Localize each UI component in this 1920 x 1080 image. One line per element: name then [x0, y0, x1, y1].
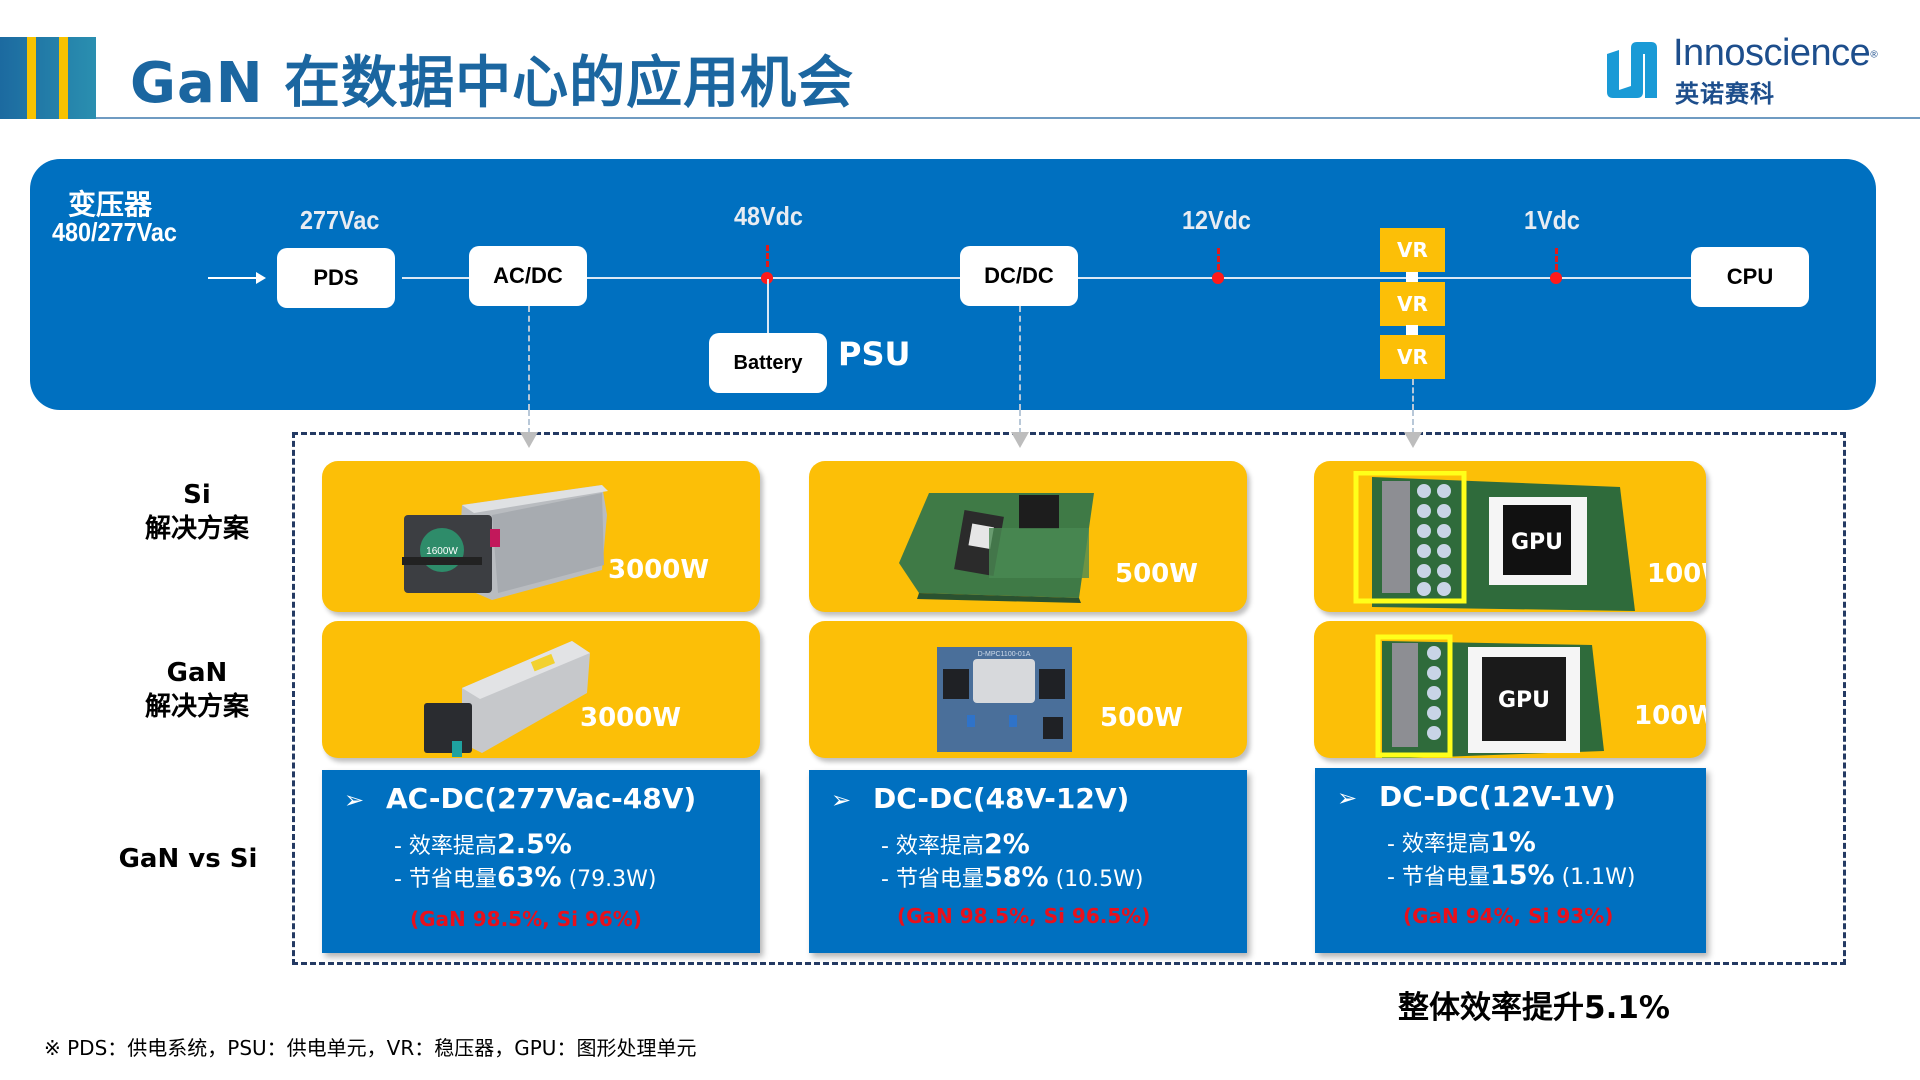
vr-connector [1406, 272, 1418, 284]
bullet-arrow-icon: ➢ [344, 786, 365, 814]
efficiency-gain: - 效率提高2% [881, 829, 1030, 860]
footnote: ※ PDS：供电系统，PSU：供电单元，VR：稳压器，GPU：图形处理单元 [44, 1036, 697, 1060]
node-cpu: CPU [1691, 247, 1809, 307]
bullet-arrow-icon: ➢ [1337, 784, 1358, 812]
arrow-down-icon [520, 432, 538, 448]
power-saving: - 节省电量63% (79.3W) [394, 862, 657, 893]
efficiency-comparison: (GaN 98.5%, Si 96.5%) [897, 904, 1151, 928]
input-arrow-icon [208, 272, 266, 284]
header-divider [96, 117, 1920, 119]
voltage-label-12vdc: 12Vdc [1182, 205, 1251, 235]
tap-marker [1217, 248, 1220, 270]
dcdc-module-gan-image: D-MPC1100-01A [937, 647, 1072, 752]
innoscience-logo-icon [1607, 42, 1657, 98]
power-chain-banner: 变压器 480/277Vac 277Vac 48Vdc 12Vdc 1Vdc P… [30, 159, 1876, 410]
row-label-gan-vs-si: GaN vs Si [118, 844, 258, 874]
power-rating: 100W [1647, 559, 1706, 589]
vr-block: VR [1380, 228, 1445, 272]
si-solution-card-vr: GPU 100W [1314, 461, 1706, 612]
dcdc-drop-line [1019, 306, 1021, 410]
comparison-card-acdc: ➢AC-DC(277Vac-48V) - 效率提高2.5% - 节省电量63% … [322, 770, 760, 953]
power-rating: 100W [1634, 701, 1706, 731]
power-rating: 3000W [580, 703, 682, 733]
voltage-label-48vdc: 48Vdc [734, 201, 803, 231]
page-title: GaN 在数据中心的应用机会 [130, 51, 855, 116]
power-saving: - 节省电量58% (10.5W) [881, 862, 1144, 893]
comparison-title: ➢DC-DC(12V-1V) [1337, 780, 1616, 813]
acdc-drop-line [528, 306, 530, 410]
comparison-title: ➢AC-DC(277Vac-48V) [344, 782, 697, 815]
logo-text-cn: 英诺赛科 [1675, 80, 1775, 108]
psu-label: PSU [838, 335, 911, 373]
logo-text-en: Innoscience® [1673, 32, 1878, 74]
efficiency-gain: - 效率提高1% [1387, 827, 1536, 858]
comparison-card-dcdc-12v-1v: ➢DC-DC(12V-1V) - 效率提高1% - 节省电量15% (1.1W)… [1315, 768, 1706, 953]
voltage-label-1vdc: 1Vdc [1524, 205, 1580, 235]
transformer-label: 变压器 [68, 188, 153, 221]
tap-dot [1212, 272, 1224, 284]
node-acdc: AC/DC [469, 246, 587, 306]
gan-solution-card-dcdc: D-MPC1100-01A 500W [809, 621, 1247, 758]
gpu-vr-board-gan-image: GPU [1375, 634, 1604, 758]
server-psu-si-image: 1600W [402, 485, 608, 600]
si-solution-card-acdc: 1600W 3000W [322, 461, 760, 612]
svg-text:GPU: GPU [1511, 530, 1563, 555]
vr-block: VR [1380, 282, 1445, 326]
power-rating: 3000W [608, 555, 710, 585]
gpu-vr-board-si-image: GPU [1353, 471, 1635, 611]
efficiency-comparison: (GaN 98.5%, Si 96%) [410, 907, 642, 931]
node-pds: PDS [277, 248, 395, 308]
vr-drop-line [1412, 410, 1414, 434]
tap-dot [761, 272, 773, 284]
power-rating: 500W [1100, 703, 1183, 733]
gan-solution-card-acdc: 3000W [322, 621, 760, 758]
server-psu-gan-image [424, 641, 590, 757]
battery-connector [767, 279, 769, 333]
svg-text:1600W: 1600W [426, 546, 458, 557]
dcdc-brick-si-image [899, 493, 1094, 603]
power-saving: - 节省电量15% (1.1W) [1387, 860, 1636, 891]
header-stripe [27, 37, 36, 119]
overall-efficiency-gain: 整体效率提升5.1% [1398, 990, 1670, 1026]
svg-text:D-MPC1100-01A: D-MPC1100-01A [978, 651, 1031, 658]
si-solution-card-dcdc: 500W [809, 461, 1247, 612]
arrow-down-icon [1404, 432, 1422, 448]
gan-solution-card-vr: GPU 100W [1314, 621, 1706, 758]
tap-marker [766, 245, 769, 267]
node-battery: Battery [709, 333, 827, 393]
innoscience-logo: Innoscience® 英诺赛科 [1605, 32, 1885, 108]
power-rating: 500W [1115, 559, 1198, 589]
efficiency-gain: - 效率提高2.5% [394, 829, 572, 860]
transformer-voltage: 480/277Vac [52, 217, 177, 247]
tap-dot [1550, 272, 1562, 284]
tap-marker [1555, 248, 1558, 270]
node-dcdc: DC/DC [960, 246, 1078, 306]
comparison-card-dcdc-48v-12v: ➢DC-DC(48V-12V) - 效率提高2% - 节省电量58% (10.5… [809, 770, 1247, 953]
header-accent-block [0, 37, 96, 119]
efficiency-comparison: (GaN 94%, Si 93%) [1403, 904, 1614, 928]
header-stripe [59, 37, 68, 119]
arrow-down-icon [1011, 432, 1029, 448]
vr-connector [1406, 325, 1418, 335]
vr-drop-line [1412, 379, 1414, 410]
dcdc-drop-line [1019, 410, 1021, 434]
svg-text:GPU: GPU [1498, 688, 1550, 713]
vr-block: VR [1380, 335, 1445, 379]
voltage-label-277vac: 277Vac [300, 205, 380, 235]
comparison-title: ➢DC-DC(48V-12V) [831, 782, 1130, 815]
comparison-frame [292, 432, 1846, 965]
acdc-drop-line [528, 410, 530, 434]
bullet-arrow-icon: ➢ [831, 786, 852, 814]
